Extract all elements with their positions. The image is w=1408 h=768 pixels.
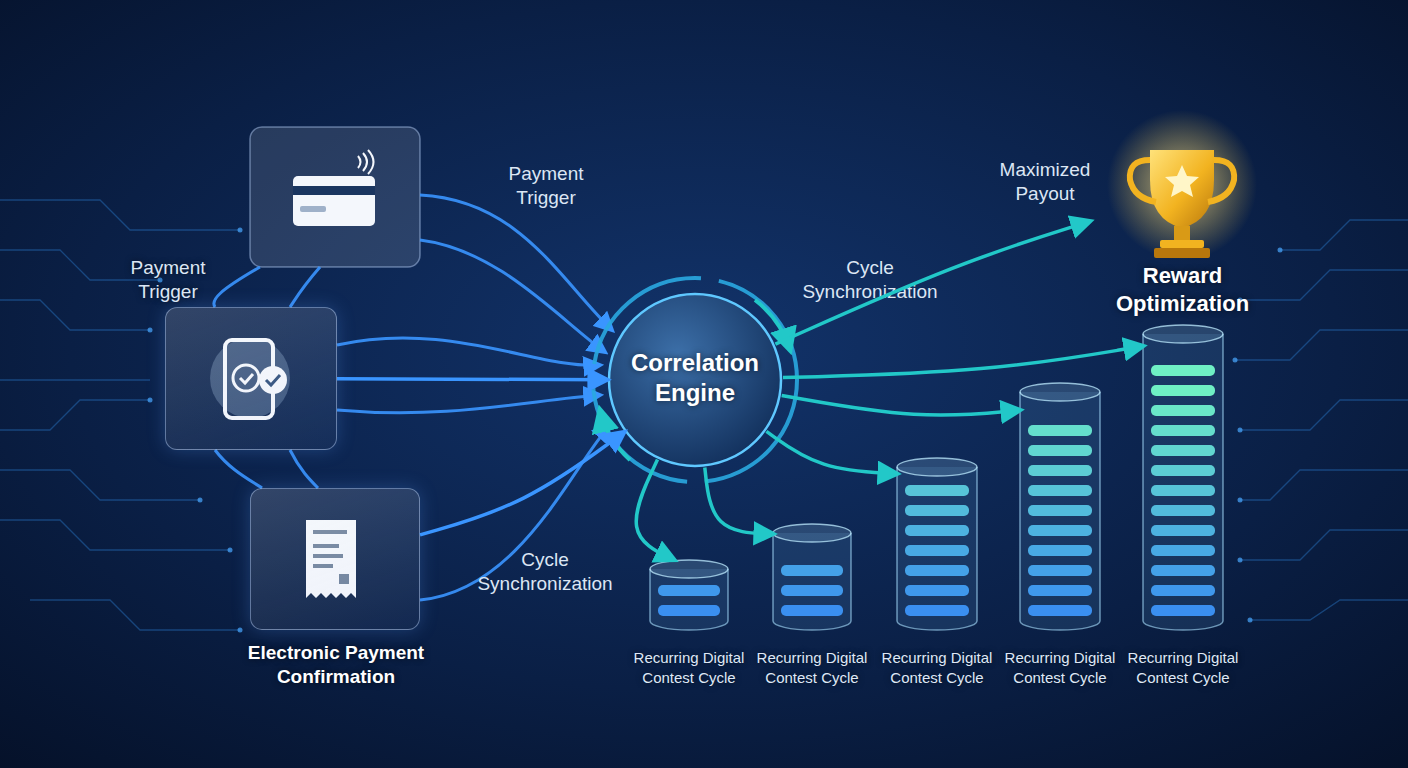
cylinder-disc (781, 605, 843, 616)
cycle-cylinder: Recurring Digital Contest Cycle (1020, 383, 1100, 630)
cylinder-disc (1151, 585, 1215, 596)
circuit-traces (0, 200, 1408, 630)
cylinder-disc (1028, 485, 1092, 496)
engine-circle: Correlation Engine (607, 292, 783, 468)
cylinder-shape (773, 524, 851, 630)
cylinder-disc (1028, 425, 1092, 436)
flow-arrow (337, 377, 607, 381)
cylinder-disc (1151, 525, 1215, 536)
cylinder-body (1020, 392, 1100, 630)
reward-node: Reward Optimization (1090, 130, 1275, 320)
cycle-cylinder: Recurring Digital Contest Cycle (650, 560, 728, 630)
cylinder-disc (658, 585, 720, 596)
flow-label: Payment Trigger (490, 162, 602, 210)
cylinder-disc (905, 505, 969, 516)
cylinder-body (1143, 334, 1223, 630)
cylinder-disc (781, 585, 843, 596)
cylinder-shape (1020, 383, 1100, 630)
cycle-label: Recurring Digital Contest Cycle (747, 648, 877, 688)
cycle-cylinder: Recurring Digital Contest Cycle (1143, 325, 1223, 630)
cylinder-disc (1028, 605, 1092, 616)
cycle-cylinder: Recurring Digital Contest Cycle (897, 458, 977, 630)
cylinder-disc (1151, 485, 1215, 496)
cycle-label: Recurring Digital Contest Cycle (1118, 648, 1248, 688)
flow-arrow (705, 467, 773, 533)
cycle-label: Recurring Digital Contest Cycle (995, 648, 1125, 688)
cylinder-disc (1028, 445, 1092, 456)
cylinder-disc (905, 585, 969, 596)
cylinder-disc (1151, 545, 1215, 556)
cylinder-top (1143, 325, 1223, 343)
input-card: Payment Trigger (165, 307, 337, 450)
cylinder-disc (1151, 405, 1215, 416)
cylinder-disc (1151, 465, 1215, 476)
cycle-label: Recurring Digital Contest Cycle (624, 648, 754, 688)
cylinder-disc (1151, 365, 1215, 376)
node-label: Correlation Engine (615, 348, 775, 408)
cylinder-body (773, 533, 851, 630)
flow-arrow (782, 395, 1020, 415)
cylinder-disc (905, 545, 969, 556)
cylinder-disc (1028, 545, 1092, 556)
cylinder-disc (1028, 525, 1092, 536)
circuit-nodes (148, 228, 1283, 633)
flow-arrow (775, 221, 1090, 344)
flow-arrow (766, 431, 897, 473)
cylinder-disc (1028, 505, 1092, 516)
cylinder-top (1020, 383, 1100, 401)
cylinder-top (773, 524, 851, 542)
cylinder-shape (650, 560, 728, 630)
node-label: Reward Optimization (1090, 262, 1275, 318)
sync-ring (593, 278, 797, 482)
edge-label: Maximized Payout (975, 158, 1115, 206)
cylinder-disc (905, 565, 969, 576)
cylinder-disc (1151, 385, 1215, 396)
input-card: Electronic Payment Confirmation (250, 488, 420, 630)
cylinder-disc (1028, 585, 1092, 596)
cylinder-disc (905, 525, 969, 536)
flow-arrow (420, 432, 624, 535)
engine-outline (609, 294, 781, 466)
flow-arrow (783, 346, 1143, 378)
node-label: Electronic Payment Confirmation (226, 641, 446, 689)
cylinder-body (897, 467, 977, 630)
cylinder-disc (1151, 505, 1215, 516)
cycle-label: Recurring Digital Contest Cycle (872, 648, 1002, 688)
flow-label: Cycle Synchronization (460, 548, 630, 596)
cylinder-shape (897, 458, 977, 630)
cylinder-disc (1028, 565, 1092, 576)
trophy-illustration (1107, 110, 1257, 260)
cylinder-disc (1151, 425, 1215, 436)
cylinder-disc (905, 605, 969, 616)
cylinder-disc (1151, 445, 1215, 456)
flow-arrow (636, 460, 674, 560)
cylinder-disc (905, 485, 969, 496)
cylinder-shape (1143, 325, 1223, 630)
flow-label: Cycle Synchronization (785, 256, 955, 304)
credit-card-panel (250, 127, 420, 267)
cylinder-disc (658, 605, 720, 616)
cylinder-top (650, 560, 728, 578)
cylinder-disc (781, 565, 843, 576)
cylinder-disc (1151, 605, 1215, 616)
node-label: Payment Trigger (111, 256, 225, 304)
cylinder-disc (1151, 565, 1215, 576)
cylinder-disc (1028, 465, 1092, 476)
cycle-cylinder: Recurring Digital Contest Cycle (773, 524, 851, 630)
cylinder-top (897, 458, 977, 476)
